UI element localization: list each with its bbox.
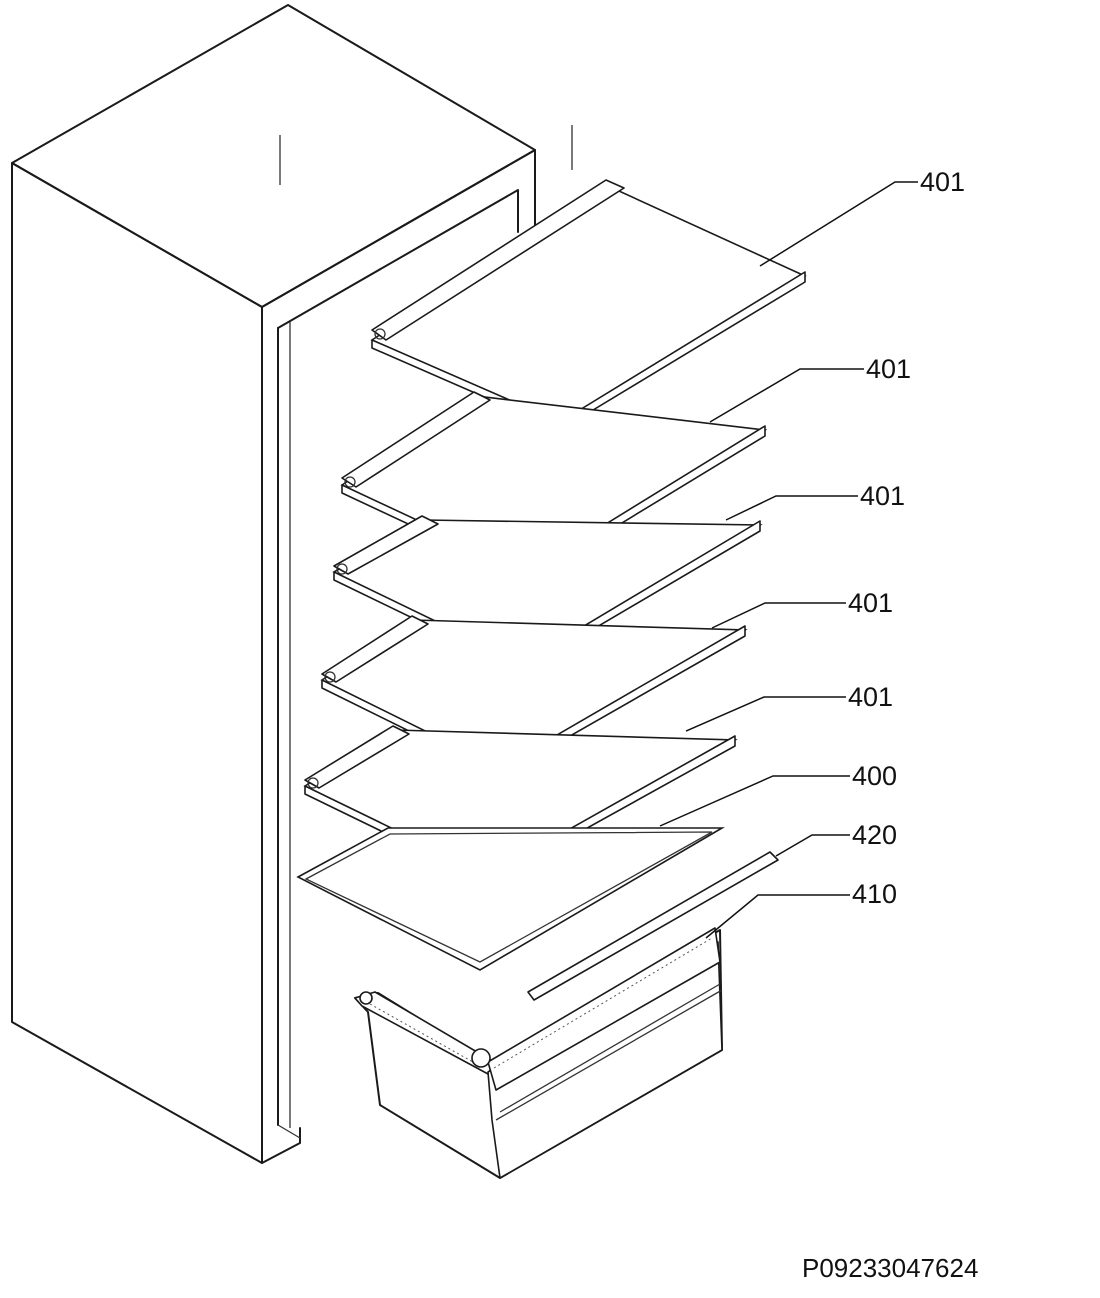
label-bottom-glass-shelf: 400 — [852, 761, 897, 791]
refrigerator-cabinet — [11, 4, 573, 1164]
leader-lines — [659, 181, 918, 939]
label-drawer-trim-strip: 420 — [852, 820, 897, 850]
label-shelf-1: 401 — [920, 167, 965, 197]
bottom-glass-shelf — [296, 827, 725, 971]
label-shelf-4: 401 — [848, 588, 893, 618]
part-labels: 401 401 401 401 401 400 420 410 — [848, 167, 965, 909]
drawer-trim-strip — [527, 851, 779, 1001]
label-shelf-2: 401 — [866, 354, 911, 384]
glass-shelf-1 — [370, 179, 807, 431]
crisper-drawer — [354, 927, 723, 1179]
document-code: P09233047624 — [802, 1253, 978, 1283]
label-shelf-5: 401 — [848, 682, 893, 712]
label-shelf-3: 401 — [860, 481, 905, 511]
label-crisper-drawer: 410 — [852, 879, 897, 909]
